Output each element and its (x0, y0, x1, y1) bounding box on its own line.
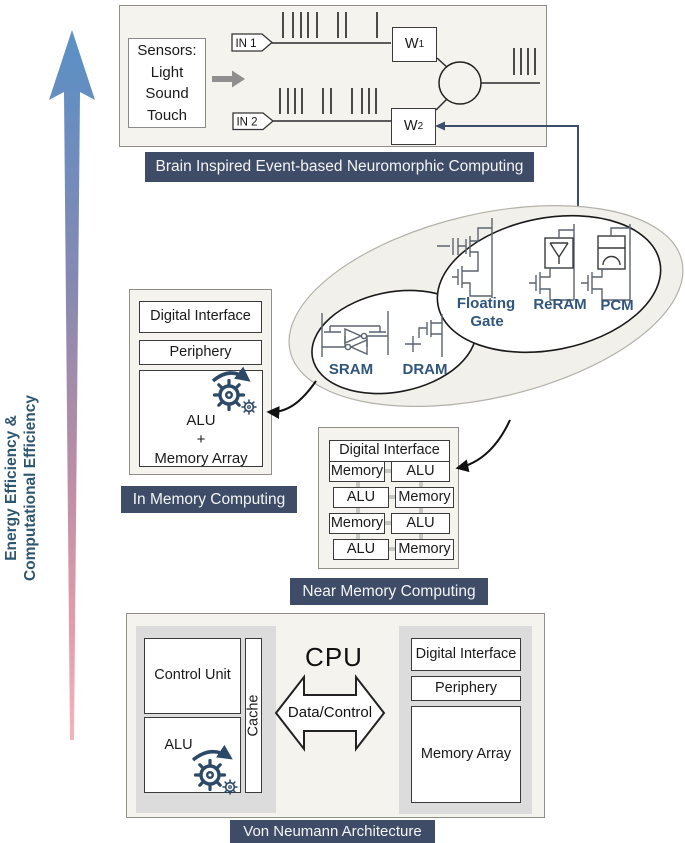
sensor-item-sound: Sound (145, 85, 189, 102)
vn-memory-array-box: Memory Array (411, 706, 521, 803)
nmc-bus-h4 (386, 547, 398, 551)
vn-alu-box: ALU (144, 717, 241, 793)
nmc-cell: ALU (333, 539, 389, 560)
floating-gate-label-line1: Floating (457, 295, 515, 312)
nmc-bus-h2 (386, 495, 398, 499)
efficiency-axis-label: Energy Efficiency & Computational Effici… (2, 373, 40, 603)
vn-memory-block: Digital Interface Periphery Memory Array (399, 626, 532, 814)
dram-label: DRAM (403, 361, 448, 378)
nmc-cell: Memory (395, 487, 454, 508)
imc-alu-memory-box: ALU + Memory Array (139, 370, 263, 467)
nmc-cell: ALU (333, 487, 389, 508)
imc-alu-label: ALU (186, 412, 216, 429)
weight1-label: W (404, 35, 419, 52)
in-memory-panel: Digital Interface Periphery ALU + Memory… (129, 289, 272, 475)
nmc-bus-vertical-right (419, 462, 423, 554)
vn-cache-box: Cache (245, 638, 262, 793)
nmc-cell: Memory (329, 513, 385, 534)
vn-cache-label: Cache (245, 694, 262, 737)
sensor-item-touch: Touch (146, 106, 188, 124)
floating-gate-label-line2: Gate (470, 313, 503, 330)
nmc-bus-h1 (382, 469, 394, 473)
sram-symbol-icon (321, 311, 389, 357)
near-memory-panel: Digital Interface Memory ALU ALU Memory … (318, 427, 459, 569)
reram-label: ReRAM (533, 296, 586, 313)
nmc-bus-vertical-left (356, 462, 360, 554)
sensors-box: Sensors: Light Sound Touch (128, 38, 206, 128)
sensor-item-light: Light (150, 63, 184, 81)
nmc-cell: ALU (391, 513, 450, 534)
vn-cpu-block: Control Unit ALU Cache (136, 626, 276, 813)
neuromorphic-caption: Brain Inspired Event-based Neuromorphic … (145, 152, 534, 182)
floating-gate-symbol-icon (437, 218, 493, 298)
imc-periphery-box: Periphery (139, 340, 262, 365)
nmc-cell: Memory (395, 539, 454, 560)
nmc-digital-interface-box: Digital Interface (329, 440, 450, 462)
imc-memory-array-label: Memory Array (154, 450, 248, 467)
vn-digital-interface-box: Digital Interface (411, 638, 521, 671)
vn-cpu-title: CPU (305, 641, 363, 672)
imc-digital-interface-box: Digital Interface (139, 301, 262, 333)
von-neumann-caption: Von Neumann Architecture (230, 820, 435, 843)
imc-plus-label: + (196, 431, 206, 448)
weight2-label: W (403, 117, 418, 134)
ellipse-to-imc-arrow (266, 380, 317, 420)
nmc-cell: ALU (391, 461, 450, 482)
vn-control-unit-box: Control Unit (144, 638, 241, 714)
volatile-devices-ellipse (311, 289, 477, 395)
device-cloud-ellipse (288, 205, 684, 407)
dram-symbol-icon (405, 314, 443, 357)
in-memory-caption: In Memory Computing (121, 486, 297, 513)
near-memory-caption: Near Memory Computing (290, 578, 488, 605)
reram-symbol-icon (529, 224, 575, 301)
ellipse-to-nmc-arrow (455, 419, 511, 473)
sram-label: SRAM (329, 361, 373, 378)
weight1-sub: 1 (418, 38, 425, 50)
nonvolatile-devices-ellipse (436, 214, 662, 354)
nmc-bus-h3 (382, 521, 394, 525)
pcm-symbol-icon (581, 224, 631, 301)
nmc-cell: Memory (329, 461, 385, 482)
efficiency-axis-line1: Energy Efficiency & (3, 415, 20, 561)
vn-periphery-box: Periphery (411, 676, 521, 701)
weight2-sub: 2 (417, 120, 424, 132)
vn-alu-label: ALU (164, 737, 193, 754)
vn-data-control-label: Data/Control (287, 704, 373, 721)
efficiency-arrow (49, 30, 95, 740)
sensors-title: Sensors: (137, 42, 197, 59)
efficiency-axis-line2: Computational Efficiency (22, 394, 39, 582)
von-neumann-panel: Control Unit ALU Cache Digital Interface… (126, 613, 545, 818)
pcm-label: PCM (600, 297, 633, 314)
